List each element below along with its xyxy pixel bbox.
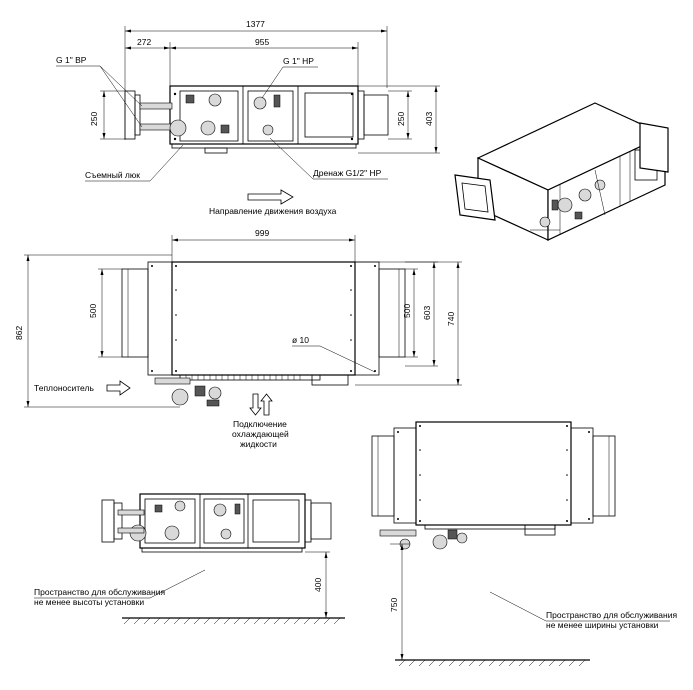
air-direction-arrow — [247, 189, 294, 205]
dim-403: 403 — [424, 112, 434, 126]
label-coolant-line1: Подключение — [233, 419, 287, 429]
heat-carrier-arrow — [106, 380, 131, 396]
label-service-height-1: Пространство для обслуживания — [34, 587, 165, 597]
unit-body-service-height — [139, 493, 306, 549]
label-drain: Дренаж G1/2" НР — [313, 168, 382, 178]
dim-250-left: 250 — [89, 112, 99, 126]
dim-862: 862 — [14, 326, 24, 340]
label-hole-diameter: ø 10 — [292, 335, 309, 345]
bottom-fins — [185, 375, 301, 380]
dim-750: 750 — [389, 598, 399, 612]
label-g1-bp: G 1" ВР — [56, 55, 87, 65]
dim-500-right: 500 — [402, 304, 412, 318]
label-coolant-line3: жидкости — [240, 439, 277, 449]
middle-view: 999 — [14, 228, 462, 449]
unit-body-plan — [171, 261, 356, 376]
dim-1377: 1377 — [246, 19, 265, 29]
perimeter-bolts — [151, 265, 376, 372]
label-service-width-2: не менее ширины установки — [546, 620, 659, 630]
duct-right — [378, 268, 406, 358]
coolant-arrows — [249, 393, 273, 416]
label-air-direction: Направление движения воздуха — [209, 206, 337, 216]
dim-250-right: 250 — [396, 112, 406, 126]
duct-left — [121, 268, 149, 358]
dim-603: 603 — [422, 306, 432, 320]
label-heat-carrier: Теплоноситель — [34, 383, 94, 393]
unit-body-service-width — [415, 421, 572, 526]
label-g1-hp: G 1" НР — [283, 56, 314, 66]
dim-400: 400 — [313, 578, 323, 592]
dim-272: 272 — [137, 37, 151, 47]
isometric-view — [454, 102, 669, 241]
dim-500-left: 500 — [88, 304, 98, 318]
label-removable-hatch: Съемный люк — [85, 170, 140, 180]
floor-hatch-left — [123, 617, 341, 625]
dim-955: 955 — [255, 37, 269, 47]
bottom-right-view: 750 Пространство для обслуживания не мен… — [371, 421, 677, 667]
dim-999: 999 — [255, 228, 269, 238]
floor-hatch-right — [398, 659, 586, 667]
bottom-left-view: 400 Пространство для обслуживания не мен… — [34, 493, 345, 625]
flange-right — [357, 90, 365, 140]
label-coolant-line2: охлаждающей — [232, 429, 289, 439]
top-view: 1377 272 955 — [56, 19, 440, 216]
dim-740: 740 — [446, 312, 456, 326]
label-service-height-2: не менее высоты установки — [34, 597, 144, 607]
label-service-width-1: Пространство для обслуживания — [546, 610, 677, 620]
right-view-bolts — [397, 425, 590, 522]
